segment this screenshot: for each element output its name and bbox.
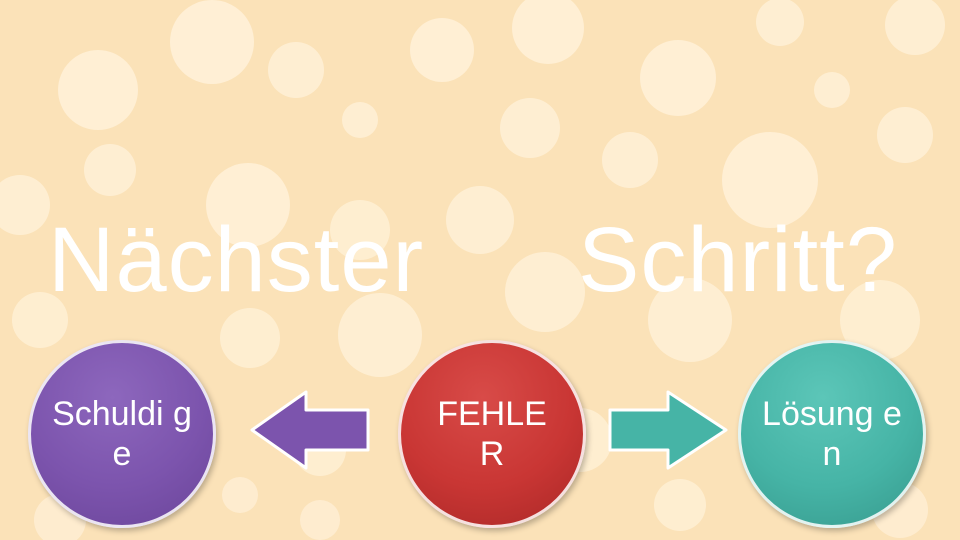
left-node-circle: Schuldi ge xyxy=(28,340,216,528)
left-arrow-icon xyxy=(250,390,370,470)
right-node-label: Lösung en xyxy=(762,395,902,473)
title-word-2: Schritt? xyxy=(578,209,898,311)
right-arrow-icon xyxy=(608,390,728,470)
center-node-circle: FEHLE R xyxy=(398,340,586,528)
left-node-label: Schuldi ge xyxy=(52,395,192,473)
center-node-label: FEHLE R xyxy=(437,395,547,473)
title-word-1: Nächster xyxy=(48,209,425,311)
right-node-circle: Lösung en xyxy=(738,340,926,528)
